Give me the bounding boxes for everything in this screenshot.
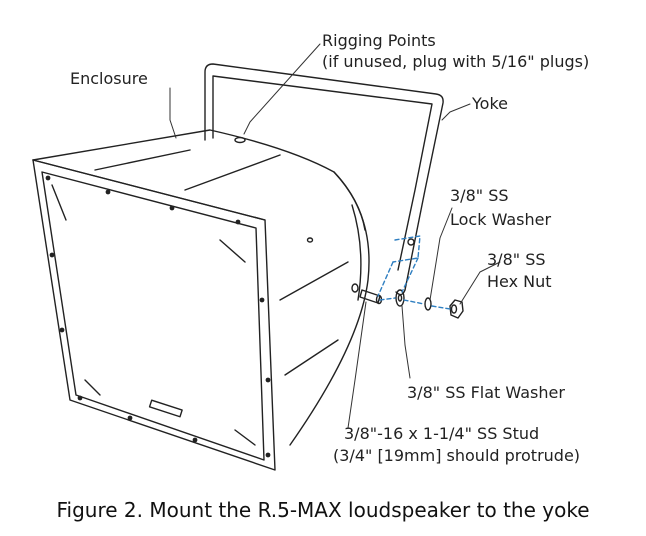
hex-nut-label-line1: 3/8" SS [487, 250, 546, 269]
grille-screws [45, 175, 271, 458]
alignment-lines [377, 235, 451, 310]
lock-washer [424, 297, 432, 311]
stud-label-line1: 3/8"-16 x 1-1/4" SS Stud [344, 424, 540, 443]
leader-lines [169, 43, 501, 429]
lock-washer-label-line1: 3/8" SS [450, 186, 509, 205]
flat-washer-label: 3/8" SS Flat Washer [407, 383, 565, 402]
hex-nut [449, 299, 464, 319]
figure-caption: Figure 2. Mount the R.5-MAX loudspeaker … [56, 498, 590, 522]
rigging-points-label: Rigging Points [322, 31, 436, 50]
lock-washer-label-line2: Lock Washer [450, 210, 552, 229]
front-grille [32, 159, 276, 471]
flat-washer [395, 289, 405, 307]
yoke [204, 63, 444, 296]
stud-label-line2: (3/4" [19mm] should protrude) [333, 446, 581, 465]
hex-nut-label-line2: Hex Nut [487, 272, 552, 291]
enclosure-label: Enclosure [70, 69, 148, 88]
rigging-points-note: (if unused, plug with 5/16" plugs) [322, 52, 590, 71]
yoke-label: Yoke [472, 94, 508, 113]
